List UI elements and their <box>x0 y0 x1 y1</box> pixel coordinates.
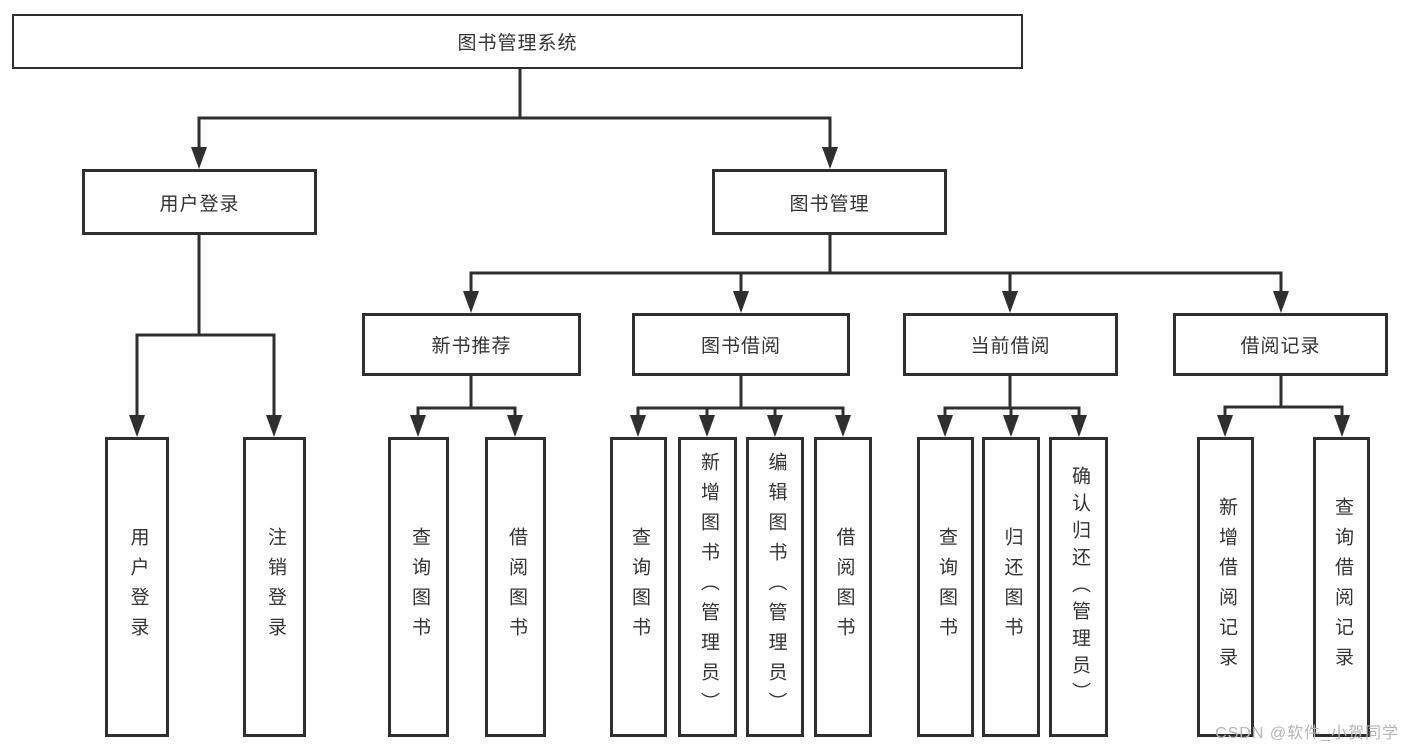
leaf-edit-book-admin-label: 编辑图书（管理员） <box>765 452 787 722</box>
node-current-borrow-label: 当前借阅 <box>970 336 1051 357</box>
node-book-borrow-label: 图书借阅 <box>700 336 781 357</box>
leaf-confirm-return-admin: 确认归还（管理员） <box>1049 437 1108 737</box>
leaf-return-books: 归还图书 <box>982 437 1040 737</box>
watermark: CSDN @软件_小贺同学 <box>1215 725 1399 742</box>
leaf-current-query-books: 查询图书 <box>917 437 974 737</box>
leaf-user-login-label: 用户登录 <box>127 527 149 647</box>
leaf-rec-borrow-books-label: 借阅图书 <box>505 527 527 647</box>
leaf-query-borrow-record-label: 查询借阅记录 <box>1331 497 1353 677</box>
node-book-mgmt: 图书管理 <box>712 169 947 235</box>
leaf-return-books-label: 归还图书 <box>1001 527 1023 647</box>
leaf-rec-query-books-label: 查询图书 <box>408 527 430 647</box>
leaf-borrow-query-books: 查询图书 <box>610 437 667 737</box>
connector-book-mgmt-to-level3 <box>463 235 1289 313</box>
leaf-confirm-return-admin-label: 确认归还（管理员） <box>1068 465 1090 709</box>
connector-new-book-rec-to-leaves <box>410 376 523 437</box>
leaf-borrow-query-books-label: 查询图书 <box>628 527 650 647</box>
node-user-login: 用户登录 <box>82 169 317 235</box>
leaf-rec-query-books: 查询图书 <box>388 437 449 737</box>
leaf-add-book-admin: 新增图书（管理员） <box>678 437 737 737</box>
leaf-logout-label: 注销登录 <box>264 527 286 647</box>
node-root: 图书管理系统 <box>12 14 1023 69</box>
leaf-add-borrow-record: 新增借阅记录 <box>1197 437 1254 737</box>
node-new-book-rec-label: 新书推荐 <box>431 336 512 357</box>
leaf-add-borrow-record-label: 新增借阅记录 <box>1215 497 1237 677</box>
node-user-login-label: 用户登录 <box>159 193 240 215</box>
leaf-borrow-borrow-books: 借阅图书 <box>814 437 872 737</box>
leaf-rec-borrow-books: 借阅图书 <box>485 437 546 737</box>
node-root-label: 图书管理系统 <box>457 33 578 54</box>
leaf-user-login: 用户登录 <box>105 437 169 737</box>
connector-current-borrow-to-leaves <box>937 376 1087 437</box>
node-current-borrow: 当前借阅 <box>903 313 1118 376</box>
leaf-add-book-admin-label: 新增图书（管理员） <box>697 452 719 722</box>
node-book-mgmt-label: 图书管理 <box>789 193 870 215</box>
node-borrow-records-label: 借阅记录 <box>1240 336 1321 357</box>
connector-user-login-to-leaves <box>129 235 282 437</box>
leaf-logout: 注销登录 <box>243 437 306 737</box>
leaf-edit-book-admin: 编辑图书（管理员） <box>746 437 804 737</box>
connector-root-to-level2 <box>191 69 838 169</box>
leaf-query-borrow-record: 查询借阅记录 <box>1313 437 1370 737</box>
leaf-borrow-borrow-books-label: 借阅图书 <box>833 527 855 647</box>
node-borrow-records: 借阅记录 <box>1173 313 1388 376</box>
node-book-borrow: 图书借阅 <box>632 313 850 376</box>
leaf-current-query-books-label: 查询图书 <box>935 527 957 647</box>
connector-book-borrow-to-leaves <box>630 376 851 437</box>
node-new-book-rec: 新书推荐 <box>362 313 581 376</box>
connector-borrow-records-to-leaves <box>1217 376 1350 437</box>
